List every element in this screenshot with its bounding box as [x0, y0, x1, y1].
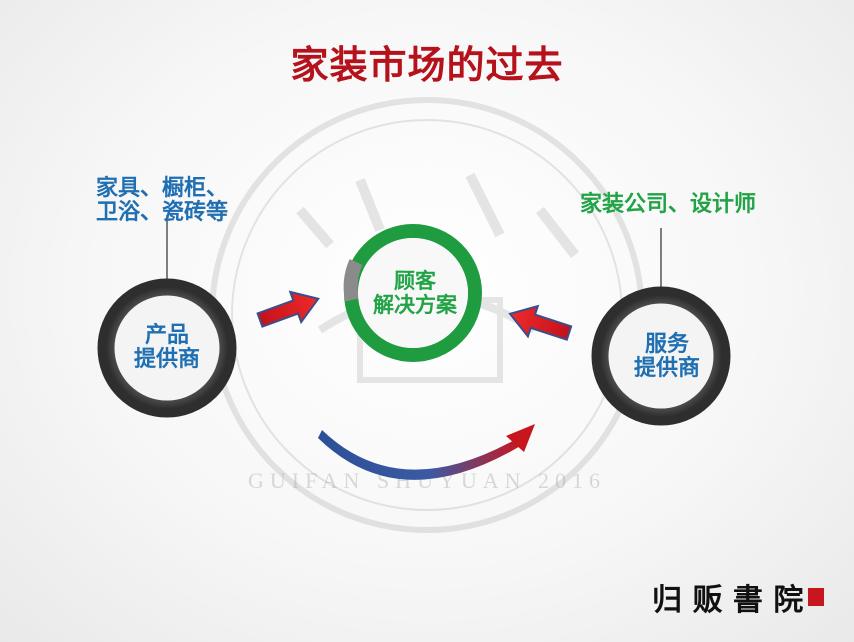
left-circle-label: 产品 提供商	[100, 323, 234, 371]
center-label-line1: 顾客	[394, 270, 436, 293]
center-label: 顾客 解决方案	[345, 270, 485, 318]
right-circle-label-line1: 服务	[644, 331, 689, 356]
center-label-line2: 解决方案	[373, 294, 457, 317]
logo: 归 贩 書 院	[652, 583, 824, 618]
bottom-curved-arrow	[318, 424, 535, 480]
logo-seal	[808, 588, 824, 606]
right-red-arrow	[508, 304, 573, 341]
left-circle-label-line2: 提供商	[133, 346, 200, 371]
right-top-label: 家装公司、设计师	[579, 191, 756, 216]
right-circle-label-line2: 提供商	[633, 355, 700, 380]
right-ring	[591, 286, 731, 426]
logo-text: 归 贩 書 院	[652, 583, 803, 618]
left-circle-label-line1: 产品	[144, 322, 189, 347]
left-top-label-line1: 家具、橱柜、	[95, 175, 228, 200]
center-ring	[343, 224, 482, 362]
left-ring	[97, 278, 237, 418]
left-top-label: 家具、橱柜、 卫浴、瓷砖等	[72, 176, 252, 224]
right-circle-label: 服务 提供商	[600, 332, 734, 380]
left-red-arrow	[256, 290, 320, 328]
left-top-label-line2: 卫浴、瓷砖等	[95, 199, 228, 224]
page-title: 家装市场的过去	[290, 45, 564, 87]
